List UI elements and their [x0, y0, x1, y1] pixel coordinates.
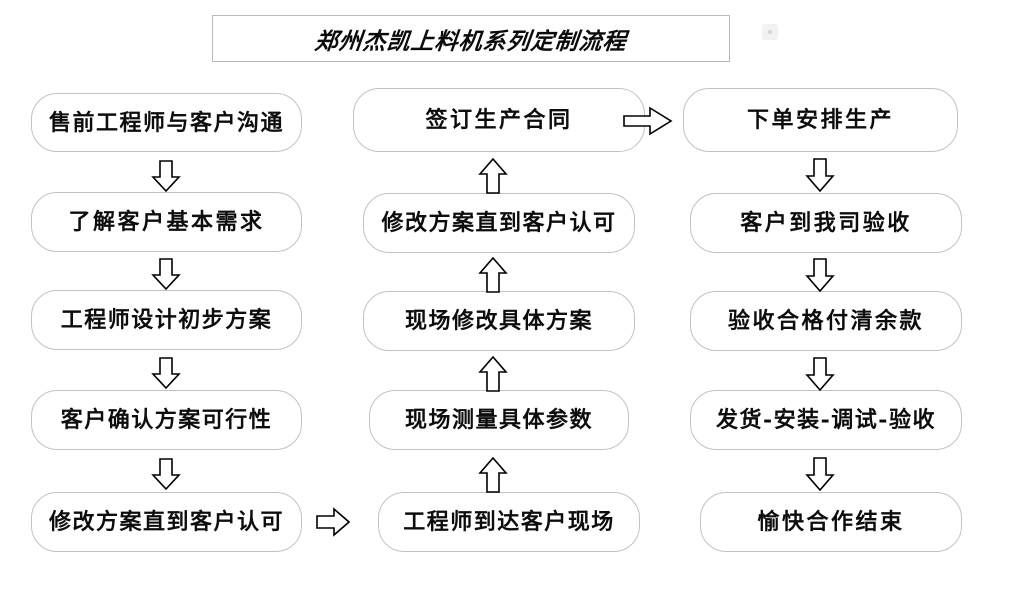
- node-pre-sales-5[interactable]: 修改方案直到客户认可: [31, 492, 302, 552]
- arrow-down-icon: [150, 160, 182, 192]
- node-onsite-2[interactable]: 修改方案直到客户认可: [363, 193, 635, 253]
- node-label: 客户确认方案可行性: [60, 407, 273, 433]
- node-label: 签订生产合同: [425, 107, 573, 133]
- arrow-up-icon: [477, 356, 509, 392]
- arrow-right-icon: [623, 105, 673, 137]
- node-label: 了解客户基本需求: [68, 209, 265, 235]
- arrow-up-icon: [477, 457, 509, 493]
- node-production-3[interactable]: 验收合格付清余款: [690, 291, 962, 351]
- node-onsite-5[interactable]: 工程师到达客户现场: [378, 492, 640, 552]
- node-label: 下单安排生产: [746, 107, 894, 133]
- node-label: 修改方案直到客户认可: [381, 210, 617, 236]
- node-production-2[interactable]: 客户到我司验收: [690, 193, 962, 253]
- node-label: 验收合格付清余款: [727, 308, 924, 334]
- node-label: 客户到我司验收: [740, 210, 912, 236]
- arrow-down-icon: [150, 258, 182, 290]
- node-label: 愉快合作结束: [757, 509, 905, 535]
- node-pre-sales-3[interactable]: 工程师设计初步方案: [31, 290, 302, 350]
- arrow-down-icon: [804, 457, 836, 491]
- node-pre-sales-2[interactable]: 了解客户基本需求: [31, 192, 302, 252]
- chart-title-box: 郑州杰凯上料机系列定制流程: [212, 15, 730, 62]
- chart-title: 郑州杰凯上料机系列定制流程: [313, 27, 629, 55]
- node-onsite-1[interactable]: 签订生产合同: [353, 88, 645, 152]
- arrow-right-icon: [316, 506, 350, 538]
- arrow-down-icon: [804, 357, 836, 391]
- node-label: 工程师到达客户现场: [403, 509, 615, 535]
- node-label: 售前工程师与客户沟通: [48, 109, 284, 136]
- node-pre-sales-4[interactable]: 客户确认方案可行性: [31, 390, 302, 450]
- node-production-1[interactable]: 下单安排生产: [683, 88, 958, 152]
- node-label: 现场测量具体参数: [404, 407, 593, 433]
- arrow-down-icon: [150, 357, 182, 389]
- node-pre-sales-1[interactable]: 售前工程师与客户沟通: [31, 93, 302, 152]
- arrow-down-icon: [804, 258, 836, 292]
- node-label: 发货-安装-调试-验收: [716, 407, 936, 433]
- arrow-up-icon: [477, 158, 509, 194]
- node-onsite-3[interactable]: 现场修改具体方案: [363, 291, 635, 351]
- arrow-up-icon: [477, 257, 509, 293]
- node-production-5[interactable]: 愉快合作结束: [700, 492, 962, 552]
- scan-artifact: [762, 24, 778, 40]
- arrow-down-icon: [150, 458, 182, 490]
- node-label: 修改方案直到客户认可: [48, 509, 284, 535]
- arrow-down-icon: [804, 158, 836, 192]
- node-label: 现场修改具体方案: [404, 308, 593, 334]
- node-production-4[interactable]: 发货-安装-调试-验收: [690, 390, 962, 450]
- node-onsite-4[interactable]: 现场测量具体参数: [369, 390, 629, 450]
- node-label: 工程师设计初步方案: [60, 307, 273, 333]
